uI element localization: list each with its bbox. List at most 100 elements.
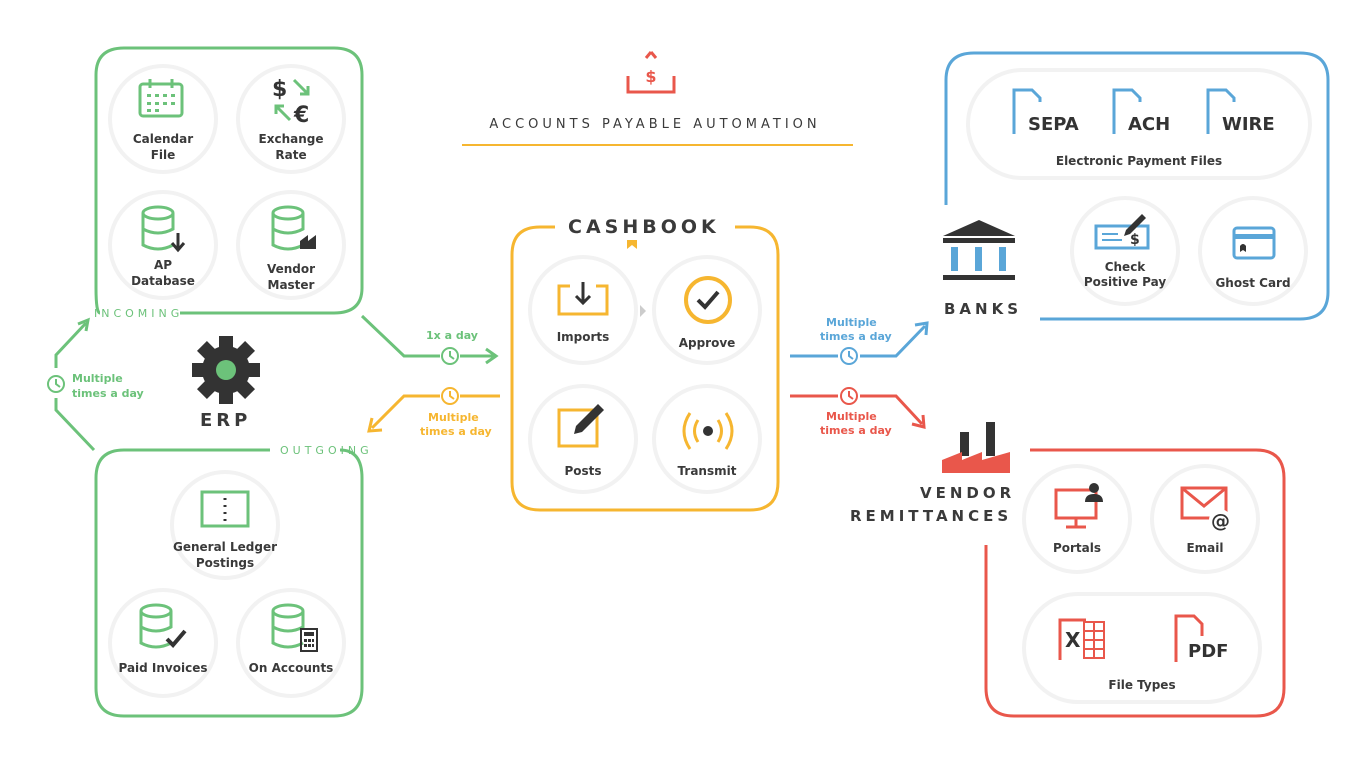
dollar-upload-icon: [626, 51, 676, 94]
pdf-file-icon: [1174, 614, 1204, 662]
incoming-flow-label: 1x a day: [426, 329, 478, 342]
page-title: ACCOUNTS PAYABLE AUTOMATION: [489, 117, 821, 132]
ghost-card-label: Ghost Card: [1215, 276, 1291, 290]
ap-database-label-1: AP: [153, 258, 173, 272]
vendor-master-label-1: Vendor: [266, 262, 316, 276]
approve-node[interactable]: [652, 255, 762, 365]
imports-label: Imports: [556, 330, 610, 344]
dollar-glyph: $: [645, 67, 656, 86]
check-circle-icon: [684, 276, 732, 324]
bookmark-icon: [627, 240, 637, 249]
outgoing-frame: [94, 448, 364, 718]
erp-down-line: [54, 398, 96, 452]
file-types-label: File Types: [1108, 678, 1176, 692]
check-label-1: Check: [1104, 260, 1146, 274]
clock-icon: [441, 347, 459, 365]
banks-label: BANKS: [944, 300, 1023, 318]
outgoing-flow-arrow: [370, 394, 500, 430]
erp-label: ERP: [200, 410, 252, 431]
posts-node[interactable]: [528, 384, 638, 494]
banks-frame: [944, 51, 1330, 321]
vendor-label-1: VENDOR: [920, 484, 1016, 502]
file-icon: [1206, 88, 1236, 134]
banks-flow-arrow: [790, 324, 927, 358]
erp-up-arrow: [54, 321, 88, 368]
banks-flow-label-2: times a day: [820, 330, 892, 343]
clock-icon: [840, 387, 858, 405]
file-icon: [1012, 88, 1042, 134]
svg-text:$: $: [272, 77, 287, 102]
file-icon: [1112, 88, 1142, 134]
approve-label: Approve: [678, 336, 736, 350]
calendar-file-label-2: File: [150, 148, 176, 162]
credit-card-icon: [1232, 226, 1276, 260]
ach-label: ACH: [1128, 114, 1171, 135]
calendar-file-node: [108, 64, 218, 174]
exchange-rate-label-2: Rate: [275, 148, 307, 162]
clock-icon: [47, 375, 65, 393]
general-ledger-label-1: General Ledger: [173, 540, 277, 554]
cashbook-frame: [510, 225, 780, 512]
outgoing-flow-label-1: Multiple: [428, 411, 479, 424]
exchange-rate-node: [236, 64, 346, 174]
portals-label: Portals: [1052, 541, 1102, 555]
banks-flow-label-1: Multiple: [826, 316, 877, 329]
gear-icon: [192, 336, 260, 404]
svg-text:@: @: [1211, 510, 1230, 532]
check-positive-pay-node: [1070, 196, 1180, 306]
on-accounts-label: On Accounts: [248, 661, 334, 675]
file-types-node: [1022, 592, 1262, 704]
payment-files-node: [966, 68, 1312, 180]
incoming-label: INCOMING: [94, 307, 184, 320]
vendor-flow-arrow: [790, 394, 924, 426]
vendor-flow-label-1: Multiple: [826, 410, 877, 423]
vendor-label-2: REMITTANCES: [850, 507, 1013, 525]
incoming-frame: [94, 46, 364, 315]
paid-invoices-label: Paid Invoices: [118, 661, 208, 675]
paid-invoices-node: [108, 588, 218, 698]
erp-up-arrowhead: [77, 317, 90, 332]
clock-icon: [840, 347, 858, 365]
email-label: Email: [1186, 541, 1224, 555]
excel-letter: X: [1065, 628, 1081, 652]
incoming-flow-arrow: [360, 314, 494, 358]
step-arrow: [640, 305, 646, 317]
vendor-flow-label-2: times a day: [820, 424, 892, 437]
edit-icon: [557, 404, 604, 448]
outgoing-flow-label-2: times a day: [420, 425, 492, 438]
outgoing-label: OUTGOING: [280, 444, 373, 457]
imports-node[interactable]: [528, 255, 638, 365]
ap-database-label-2: Database: [131, 274, 195, 288]
excel-file-icon: [1058, 618, 1105, 660]
vendor-master-label-2: Master: [267, 278, 315, 292]
wire-label: WIRE: [1222, 114, 1275, 135]
database-check-icon: [139, 603, 187, 649]
ghost-card-node: [1198, 196, 1308, 306]
pdf-label: PDF: [1188, 641, 1229, 662]
general-ledger-label-2: Postings: [195, 556, 255, 570]
calendar-icon: [138, 79, 184, 118]
posts-label: Posts: [564, 464, 602, 478]
svg-text:$: $: [1130, 232, 1140, 248]
cashbook-title: CASHBOOK: [568, 216, 720, 238]
broadcast-icon: [682, 412, 734, 450]
erp-sync-label-1: Multiple: [72, 372, 123, 385]
database-download-icon: [141, 205, 186, 253]
currency-exchange-icon: $ €: [272, 77, 310, 126]
payment-files-caption: Electronic Payment Files: [1055, 154, 1223, 168]
check-label-2: Positive Pay: [1083, 275, 1167, 289]
calendar-file-label-1: Calendar: [132, 132, 194, 146]
transmit-label: Transmit: [677, 464, 737, 478]
bank-icon: [943, 220, 1015, 280]
transmit-node[interactable]: [652, 384, 762, 494]
email-icon: @: [1180, 486, 1231, 532]
database-calculator-icon: [271, 603, 318, 652]
database-factory-icon: [271, 205, 316, 251]
on-accounts-node: [236, 588, 346, 698]
exchange-rate-label-1: Exchange: [258, 132, 324, 146]
clock-icon: [441, 387, 459, 405]
check-pen-icon: $: [1094, 214, 1150, 250]
erp-sync-label-2: times a day: [72, 387, 144, 400]
factory-icon: [942, 422, 1010, 473]
